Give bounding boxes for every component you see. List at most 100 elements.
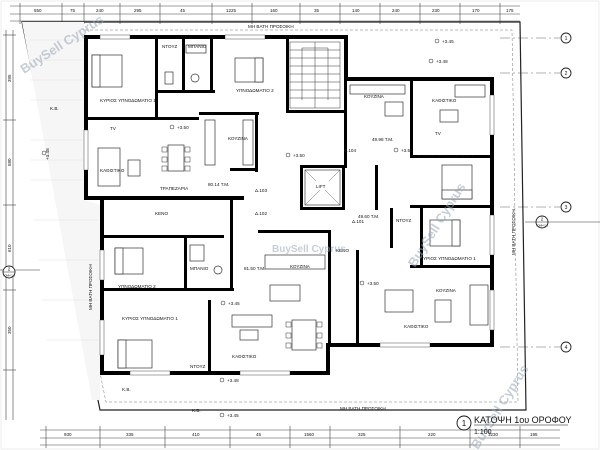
drawing-scale: 1:100: [474, 429, 492, 436]
grid-label-2: 2: [565, 71, 568, 77]
windows: [83, 34, 495, 376]
grid-bubble-1: [560, 32, 572, 44]
level-8: +3.45: [228, 301, 240, 306]
label-apt-102: Δ.102: [255, 211, 267, 216]
drawing-title-text: ΚΑΤΟΨΗ 1ου ΟΡΟΦΟΥ: [474, 415, 572, 425]
drawing-title: 1 ΚΑΤΟΨΗ 1ου ΟΡΟΦΟΥ 1:100: [456, 415, 572, 436]
section-marker-left: 2 ΤΟΜΗ 2-2: [0, 265, 40, 279]
title-number-bubble: [456, 415, 472, 431]
label-tv-2: TV: [435, 131, 442, 136]
label-se-wc: ΝΤΟΥΖ: [396, 218, 412, 223]
left-terrace-tiles: [30, 39, 98, 341]
label-se-living: ΚΑΘΙΣΤΙΚΟ: [404, 324, 429, 329]
street-left: ΜΗ ΒΑΤΗ ΠΡΟΣΟΙΚΗ: [88, 264, 93, 310]
room-labels: ΚΥΡΙΟΣ ΥΠΝΟΔΩΜΑΤΙΟ 1 ΥΠΝΟΔΩΜΑΤΙΟ 2 ΝΤΟΥΖ…: [50, 44, 476, 413]
dim-left-1: 395: [7, 74, 12, 82]
plot-boundary: [21, 21, 527, 411]
label-se-master: ΚΥΡΙΟΣ ΥΠΝΟΔΩΜΑΤΙΟ 1: [420, 256, 476, 261]
dim-top-1: 550: [34, 8, 42, 13]
label-kb-2: Κ.Β.: [122, 387, 131, 392]
elevator: LIFT: [304, 169, 341, 206]
dim-bottom-4: 45: [256, 432, 262, 437]
street-bottom: ΜΗ ΒΑΤΗ ΠΡΟΣΟΙΚΗ: [340, 406, 386, 411]
watermark-bottom-right: BuySell Cyprus: [468, 362, 532, 450]
dim-top-7: 160: [270, 8, 278, 13]
label-kb-3: Κ.Β.: [192, 408, 201, 413]
level-7: +3.48: [45, 148, 50, 160]
label-sw-bath: ΜΠΑΝΙΟ: [190, 266, 209, 271]
dim-top-2: 75: [70, 8, 76, 13]
dim-left-4: 350: [7, 326, 12, 334]
dim-bottom-9: 195: [530, 432, 538, 437]
grid-label-1: 1: [565, 36, 568, 42]
dim-bottom-1: 930: [64, 432, 72, 437]
grid-label-3: 3: [565, 205, 568, 211]
dim-top-13: 175: [506, 8, 514, 13]
dim-bottom-8: 1230: [488, 432, 499, 437]
dim-top-8: 35: [314, 8, 320, 13]
section-right-sheet: ΤΟΜΗ 2-2: [536, 224, 549, 228]
label-nw-master: ΚΥΡΙΟΣ ΥΠΝΟΔΩΜΑΤΙΟ 1: [100, 98, 156, 103]
label-nw-dining: ΤΡΑΠΕΖΑΡΙΑ: [160, 186, 189, 191]
furniture: [91, 44, 489, 369]
label-nw-wc: ΝΤΟΥΖ: [162, 44, 178, 49]
dim-bottom-6: 325: [358, 432, 366, 437]
street-top: ΜΗ ΒΑΤΗ ΠΡΟΣΟΙΚΗ: [248, 24, 294, 29]
bottom-dimension-lines: 930 335 410 45 1560 325 220 1230 195: [40, 426, 560, 448]
top-dimension-lines: 550 75 240 295 45 1225 160 35 140 240 23…: [10, 3, 520, 24]
section-left-num: 2: [8, 267, 11, 272]
dim-bottom-3: 410: [192, 432, 200, 437]
dim-top-6: 1225: [226, 8, 237, 13]
label-ne-master: ΚΥΡΙΟΣ ΥΠΝΟΔΩΜΑΤΙΟ 1: [418, 154, 474, 159]
staircase: [289, 41, 341, 109]
dim-left-2: 580: [7, 158, 12, 166]
left-dimension-lines: 395 580 610 350: [3, 30, 16, 420]
level-3: +3.50: [177, 125, 189, 130]
section-right-num: 2: [541, 217, 544, 222]
dim-bottom-7: 220: [428, 432, 436, 437]
level-markers: +3.45 +3.48 +3.50 +3.50 +3.50 +3.50 +3.4…: [41, 38, 454, 418]
label-apt-101: Δ.101: [352, 219, 364, 224]
level-10: +3.45: [227, 413, 239, 418]
label-ne-kitchen: ΚΟΥΖΙΝΑ: [364, 94, 385, 99]
grid-axes: 1 2 3 4: [500, 32, 572, 353]
dim-top-4: 295: [134, 8, 142, 13]
grid-bubble-3: [560, 201, 572, 213]
level-1: +3.45: [442, 39, 454, 44]
label-sw-bed2: ΥΠΝΟΔΩΜΑΤΙΟ 2: [118, 284, 156, 289]
label-void-1: ΚΕΝΟ: [155, 211, 168, 216]
area-ne: 49.98 Τ.Μ.: [372, 137, 393, 142]
level-5: +3.50: [401, 148, 413, 153]
dim-top-10: 240: [392, 8, 400, 13]
grid-bubble-2: [560, 67, 572, 79]
level-6: +3.50: [367, 281, 379, 286]
label-se-kitchen: ΚΟΥΖΙΝΑ: [436, 288, 457, 293]
section-marker-right: 2 ΤΟΜΗ 2-2: [525, 215, 600, 229]
grid-label-4: 4: [565, 345, 568, 351]
dim-top-11: 230: [432, 8, 440, 13]
area-se: 49.60 Τ.Μ.: [358, 214, 379, 219]
label-apt-103: Δ.103: [255, 188, 267, 193]
watermark-center: BuySell Cyprus: [272, 244, 346, 255]
dim-bottom-2: 335: [126, 432, 134, 437]
dim-top-3: 240: [96, 8, 104, 13]
section-left-sheet: ΤΟΜΗ 2-2: [3, 274, 16, 278]
level-2: +3.48: [436, 59, 448, 64]
label-nw-bed2: ΥΠΝΟΔΩΜΑΤΙΟ 2: [236, 88, 274, 93]
dim-top-5: 45: [180, 8, 186, 13]
label-sw-kitchen: ΚΟΥΖΙΝΑ: [290, 264, 311, 269]
label-void-2: ΚΕΝΟ: [336, 248, 349, 253]
dim-bottom-5: 1560: [304, 432, 315, 437]
area-nw: 80.14 Τ.Μ.: [208, 182, 229, 187]
label-sw-master: ΚΥΡΙΟΣ ΥΠΝΟΔΩΜΑΤΙΟ 1: [122, 316, 178, 321]
level-4: +3.50: [293, 153, 305, 158]
street-right: ΜΗ ΒΑΤΗ ΠΡΟΣΟΙΚΗ: [511, 209, 516, 255]
dim-top-12: 170: [472, 8, 480, 13]
label-sw-wc: ΝΤΟΥΖ: [190, 364, 206, 369]
label-nw-living: ΚΑΘΙΣΤΙΚΟ: [100, 168, 125, 173]
label-ne-living: ΚΑΘΙΣΤΙΚΟ: [432, 98, 457, 103]
grid-bubble-4: [560, 341, 572, 353]
label-nw-kitchen: ΚΟΥΖΙΝΑ: [228, 136, 249, 141]
label-sw-living: ΚΑΘΙΣΤΙΚΟ: [232, 354, 257, 359]
